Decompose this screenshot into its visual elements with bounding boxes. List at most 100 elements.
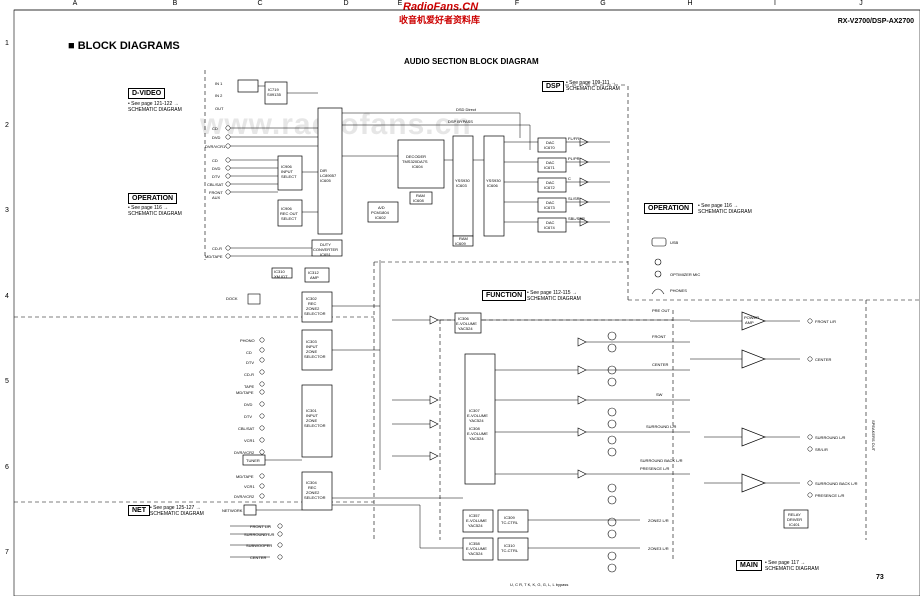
dock-label: DOCK — [226, 296, 238, 301]
dvideo-note-line1: • See page 121-122 → — [128, 101, 179, 107]
ai-dvd-label: DVD — [244, 402, 253, 407]
dir-label-3: IC605 — [320, 178, 331, 183]
sw-amp-label-1: IC312 — [308, 270, 319, 275]
ad-label-1: A/D — [378, 205, 385, 210]
ro-vcr1-label: VCR1 — [244, 484, 255, 489]
dac1-label-1: DAC — [546, 140, 555, 145]
power-amp-center — [741, 349, 766, 369]
rec-sel2-label-1: IC304 — [306, 480, 317, 485]
dsp1-label-2: IC603 — [456, 183, 467, 188]
speakers-out-label: SPEAKERS OUT — [871, 420, 876, 452]
headphone-icon — [651, 288, 665, 295]
net-note-line2: SCHEMATIC DIAGRAM — [150, 511, 204, 517]
evol2-label-3: YAC524 — [469, 436, 484, 441]
decoder-block — [397, 139, 445, 189]
input-sel2-block — [301, 384, 333, 458]
dac3-block — [537, 177, 567, 193]
model-number: RX-V2700/DSP-AX2700 — [837, 18, 914, 25]
sw-amp-block — [304, 267, 330, 283]
rec-sel2-label-3: ZONE2 — [306, 490, 320, 495]
function-blocks — [242, 291, 809, 561]
duty-label-2: CONVERTER — [313, 247, 338, 252]
relay-label-2: DRIVER — [787, 517, 802, 522]
watermark-subtitle: 收音机爱好者资料库 — [399, 15, 481, 25]
coax-cd-label: CD — [212, 126, 218, 131]
spk-center-label: CENTER — [815, 357, 832, 362]
sw-amp-label-2: AMP — [310, 275, 319, 280]
rec-label-3: SELECT — [281, 216, 297, 221]
tone2-block — [497, 537, 529, 561]
mic-icon — [654, 270, 662, 278]
opt-label-1: IC906 — [281, 164, 292, 169]
spk-surround-label: SURROUND L/R — [815, 435, 846, 440]
dac3-label-2: IC672 — [544, 185, 555, 190]
dsp-note: • See page 109-111 → SCHEMATIC DIAGRAM — [566, 80, 620, 92]
zone-sel-label-2: REC — [308, 301, 317, 306]
hdmi-out-label: OUT — [215, 106, 224, 111]
zone-sel-label-3: ZONE2 — [306, 306, 320, 311]
decoder-label-3: IC604 — [412, 164, 423, 169]
mc-surround-label: SURROUND L/R — [244, 532, 275, 537]
pre-zone2-label: ZONE2 L/R — [648, 518, 669, 523]
main-note-line1: • See page 117 → — [765, 560, 806, 566]
tone1-block — [497, 509, 529, 533]
evol4-label-1: IC358 — [469, 541, 480, 546]
operation-left-note-line2: SCHEMATIC DIAGRAM — [128, 211, 182, 217]
tone1-label-2: TC-CTRL — [501, 520, 519, 525]
opamp-group — [429, 137, 589, 479]
rec-select-block — [277, 199, 303, 227]
grid-col-f: F — [514, 0, 520, 7]
tuner-label: TUNER — [246, 458, 260, 463]
coax-dvd-label: DVD — [212, 135, 221, 140]
dac3-label-1: DAC — [546, 180, 555, 185]
evol-big-block — [464, 353, 496, 485]
in-tape-label: TAPE — [244, 384, 254, 389]
ram-label-1: RAM — [416, 193, 425, 198]
in-dtv-label: DTV — [246, 360, 254, 365]
main-tag: MAIN — [736, 560, 762, 571]
evol4-block — [462, 537, 494, 561]
ram-label-2: IC608 — [413, 198, 424, 203]
xm-block — [271, 267, 293, 279]
evol-main-label-2: E-VOLUME — [456, 321, 477, 326]
opt-label-3: SELECT — [281, 174, 297, 179]
input-sel-label-2: INPUT — [306, 344, 319, 349]
input-labels: IN 1 IN 2 OUT CD DVD DVR/VCR1 CD DVD DTV… — [205, 81, 275, 560]
in-cd-label: CD — [246, 350, 252, 355]
hdmi-label-1: IC719 — [268, 87, 279, 92]
block-labels: DIR LC89057 IC605 DECODER TMS320DA7S IC6… — [222, 87, 802, 556]
grid-col-i: I — [774, 0, 776, 7]
ad-label-2: PCM1804 — [371, 210, 390, 215]
dsp-blocks — [237, 79, 567, 283]
dsp2-label-1: YSS930 — [486, 178, 501, 183]
dvideo-note: • See page 121-122 → SCHEMATIC DIAGRAM — [128, 101, 182, 113]
ram-block — [409, 191, 433, 205]
grid-col-h: H — [687, 0, 693, 7]
input-sel-label-4: SELECTOR — [304, 354, 326, 359]
grid-row-4: 4 — [5, 293, 9, 300]
pl-label: PL/PR — [568, 156, 580, 161]
ram2-label-1: RAM — [459, 236, 468, 241]
duty-label-3: IC651 — [320, 252, 331, 257]
signal-labels: DSD Direct DSP BYPASS FL/FR C SL/SR SBL/… — [448, 107, 585, 587]
pre-out-label: PRE OUT — [652, 308, 670, 313]
power-amp-surround — [741, 427, 766, 447]
evol1-label-1: IC307 — [469, 408, 480, 413]
pre-center-label: CENTER — [652, 362, 669, 367]
square-bullet-icon: ■ — [68, 40, 78, 52]
evol-main-label-1: IC306 — [458, 316, 469, 321]
sb-label: SBL/SBR — [568, 216, 585, 221]
opt-front-label: FRONT — [209, 190, 223, 195]
dsp-note-line2: SCHEMATIC DIAGRAM — [566, 86, 620, 92]
evol3-label-2: E-VOLUME — [466, 518, 487, 523]
grid-col-g: G — [600, 0, 606, 7]
opt-dvd-label: DVD — [212, 166, 221, 171]
dvideo-tag: D-VIDEO — [128, 88, 166, 99]
rec-label-2: REC OUT — [280, 211, 299, 216]
dac5-block — [537, 217, 567, 233]
grid-row-5: 5 — [5, 378, 9, 385]
evol3-block — [462, 509, 494, 533]
grid-row-2: 2 — [5, 122, 9, 129]
operation-left-note: • See page 116 → SCHEMATIC DIAGRAM — [128, 205, 182, 217]
function-note-line2: SCHEMATIC DIAGRAM — [527, 296, 581, 302]
